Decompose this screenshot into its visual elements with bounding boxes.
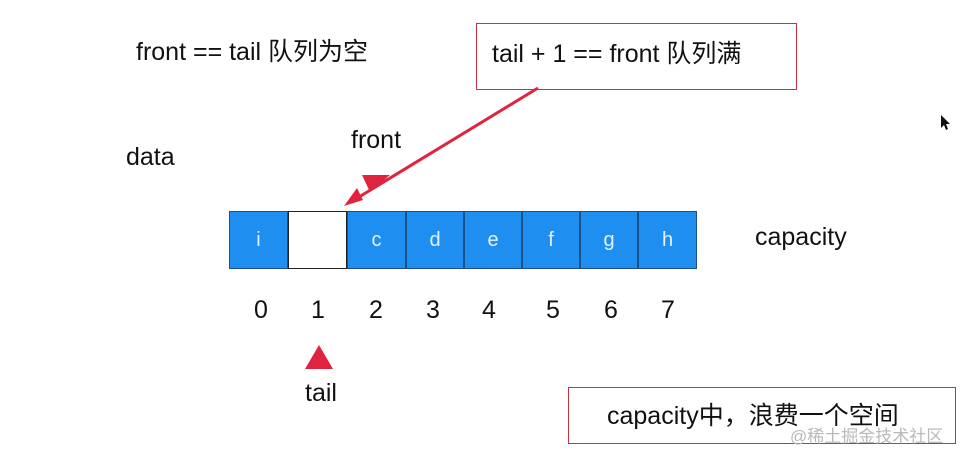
note-box: [568, 387, 956, 444]
full-condition-text: tail + 1 == front 队列满: [492, 40, 742, 68]
full-condition-arrow: [353, 86, 539, 202]
full-condition-box: [476, 23, 797, 90]
array-cell-4: e: [464, 211, 522, 269]
watermark-text: @稀土掘金技术社区: [790, 427, 944, 446]
note-text: capacity中，浪费一个空间: [607, 402, 899, 430]
array-cell-5: f: [522, 211, 580, 269]
array-cell-0: i: [229, 211, 288, 269]
index-label-3: 3: [426, 296, 440, 324]
index-label-2: 2: [369, 296, 383, 324]
index-label-7: 7: [661, 296, 675, 324]
tail-marker-icon: [305, 345, 333, 369]
full-condition-arrowhead-icon: [344, 188, 363, 206]
empty-condition-text: front == tail 队列为空: [136, 38, 369, 66]
front-marker-icon: [362, 175, 390, 192]
array-cell-1: [288, 211, 347, 269]
index-label-6: 6: [604, 296, 618, 324]
tail-label: tail: [305, 379, 337, 407]
mouse-cursor-icon: [941, 115, 950, 130]
capacity-label: capacity: [755, 223, 847, 251]
front-label: front: [351, 126, 402, 154]
array-cell-2: c: [347, 211, 406, 269]
index-label-0: 0: [254, 296, 268, 324]
index-label-4: 4: [482, 296, 496, 324]
data-label: data: [126, 143, 175, 171]
array-cell-3: d: [406, 211, 464, 269]
index-label-5: 5: [546, 296, 560, 324]
array-cell-6: g: [580, 211, 638, 269]
index-label-1: 1: [311, 296, 325, 324]
array-cell-7: h: [638, 211, 697, 269]
